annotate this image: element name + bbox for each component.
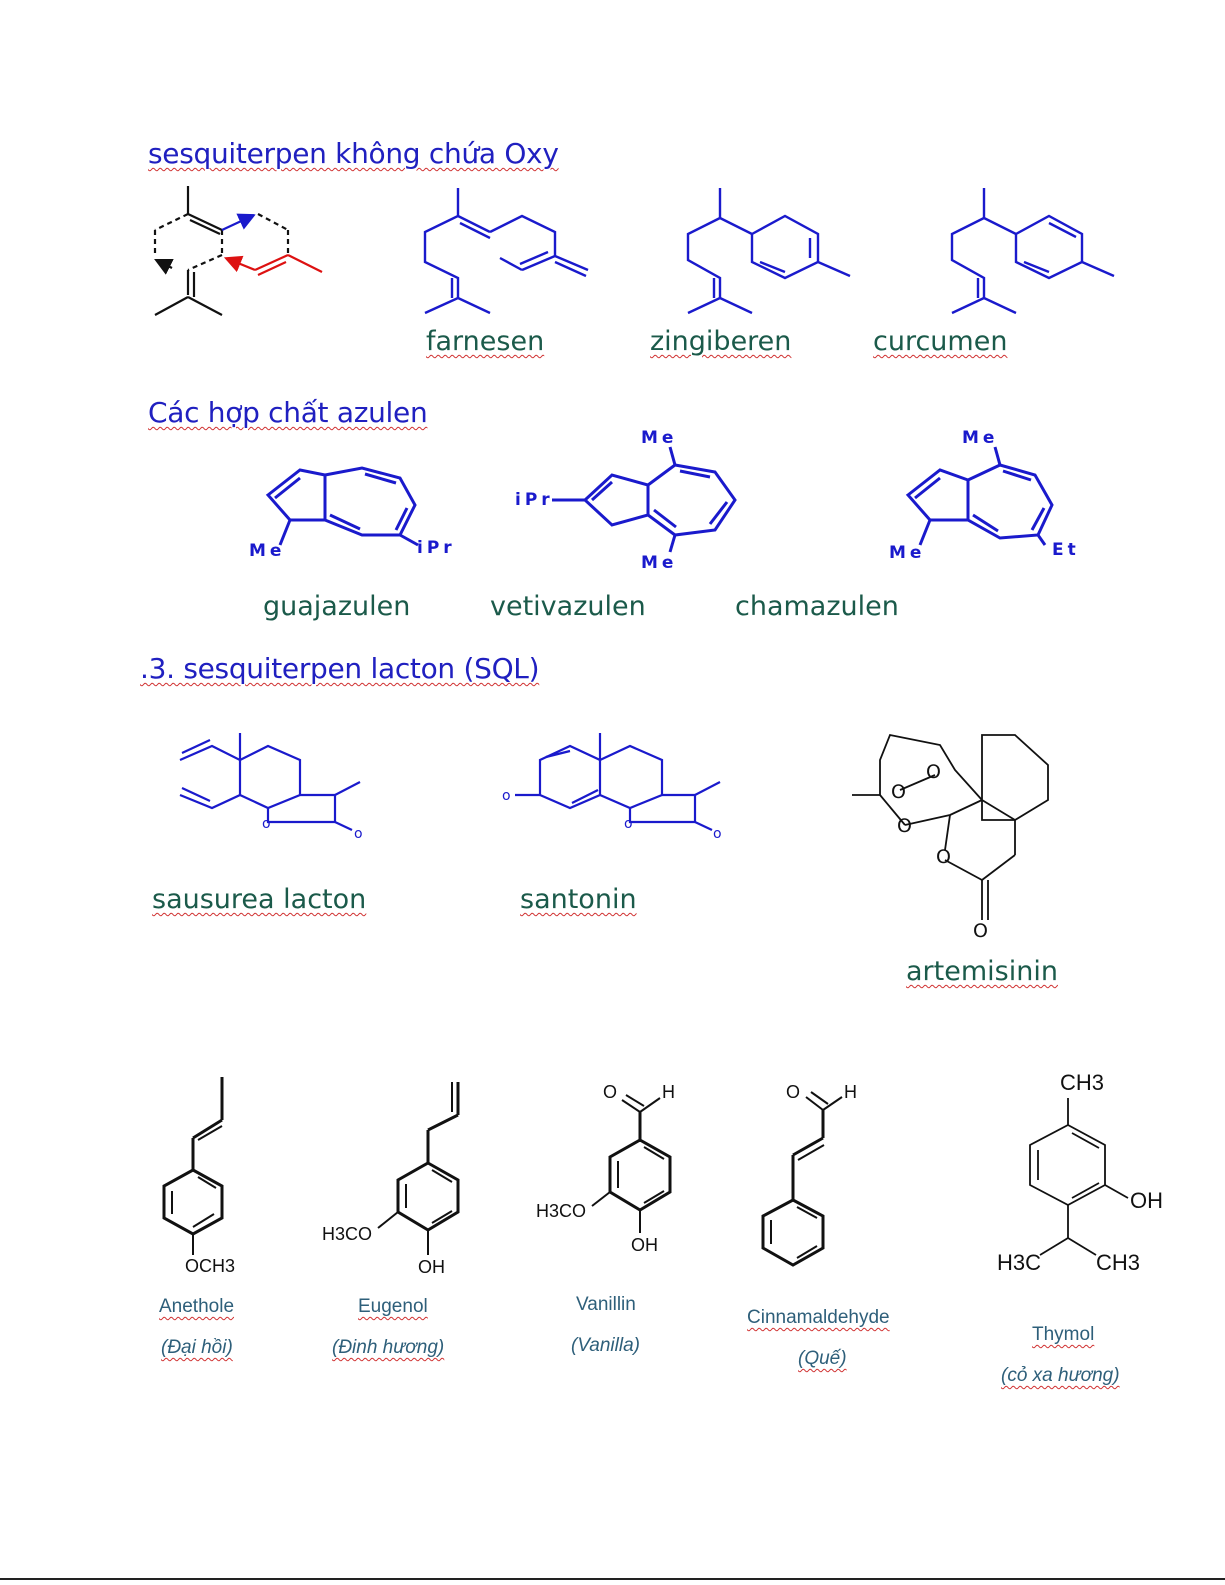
atom-ipr-vetivazulen: iPr bbox=[515, 490, 554, 510]
caption-thymol: Thymol bbox=[1032, 1324, 1095, 1345]
atom-o-artemisinin-2: O bbox=[891, 781, 906, 803]
atom-o-artemisinin-carbonyl: O bbox=[973, 920, 988, 942]
label-vetivazulen: vetivazulen bbox=[490, 591, 646, 622]
atom-o-santonin-ring: o bbox=[624, 816, 633, 832]
atom-o-cinnamaldehyde: O bbox=[786, 1082, 800, 1102]
atom-oh-eugenol: OH bbox=[418, 1257, 445, 1277]
atom-h-vanillin: H bbox=[662, 1082, 675, 1102]
structure-chamazulen bbox=[905, 446, 1054, 546]
caption-thymol-note: (cỏ xa hương) bbox=[1001, 1365, 1120, 1386]
structure-santonin bbox=[515, 733, 721, 831]
structure-eugenol bbox=[377, 1082, 460, 1255]
atom-ipr-guajazulen: iPr bbox=[417, 538, 456, 558]
caption-vanillin-note: (Vanilla) bbox=[571, 1335, 640, 1356]
caption-vanillin: Vanillin bbox=[576, 1294, 636, 1315]
structure-sausurea-lacton bbox=[179, 733, 361, 831]
caption-anethole: Anethole bbox=[159, 1296, 235, 1317]
atom-o-vanillin: O bbox=[603, 1082, 617, 1102]
caption-cinnamaldehyde: Cinnamaldehyde bbox=[747, 1307, 890, 1328]
atom-oh-vanillin: OH bbox=[631, 1235, 658, 1255]
caption-anethole-note: (Đại hồi) bbox=[161, 1337, 233, 1358]
heading-non-oxygen-sesquiterpenes: sesquiterpen không chứa Oxy bbox=[148, 137, 559, 170]
atom-oh-thymol: OH bbox=[1130, 1188, 1163, 1213]
atom-och3-anethole: OCH3 bbox=[185, 1256, 235, 1276]
atom-o-artemisinin-3: O bbox=[897, 815, 912, 837]
heading-sesquiterpene-lactones: .3. sesquiterpen lacton (SQL) bbox=[140, 652, 540, 685]
atom-et-chamazulen: Et bbox=[1052, 540, 1080, 560]
label-artemisinin: artemisinin bbox=[906, 956, 1058, 987]
structure-anethole bbox=[162, 1077, 224, 1255]
label-curcumen: curcumen bbox=[873, 326, 1008, 357]
structure-farnesen bbox=[423, 188, 589, 315]
structure-artemisinin bbox=[852, 733, 1049, 920]
atom-me-guajazulen: Me bbox=[249, 541, 285, 561]
structure-cinnamaldehyde bbox=[761, 1091, 843, 1267]
atom-o-artemisinin-4: O bbox=[936, 846, 951, 868]
label-guajazulen: guajazulen bbox=[263, 591, 411, 622]
atom-h3co-eugenol: H3CO bbox=[322, 1224, 372, 1244]
atom-o-artemisinin-1: O bbox=[926, 761, 941, 783]
page-bottom-border bbox=[0, 1578, 1225, 1580]
atom-me-vetivazulen-bottom: Me bbox=[641, 553, 677, 573]
label-farnesen: farnesen bbox=[426, 326, 545, 357]
atom-h-cinnamaldehyde: H bbox=[844, 1082, 857, 1102]
atom-me-chamazulen-left: Me bbox=[889, 543, 925, 563]
atom-o-sausurea-carbonyl: o bbox=[354, 826, 363, 842]
cyclization-scheme bbox=[153, 186, 323, 316]
atom-h3c-thymol: H3C bbox=[997, 1250, 1041, 1275]
atom-ch3-thymol-top: CH3 bbox=[1060, 1070, 1104, 1095]
atom-ch3-thymol-right: CH3 bbox=[1096, 1250, 1140, 1275]
atom-o-santonin-carbonyl: o bbox=[713, 826, 722, 842]
atom-me-chamazulen-top: Me bbox=[962, 428, 998, 448]
caption-eugenol: Eugenol bbox=[358, 1296, 428, 1317]
label-sausurea-lacton: sausurea lacton bbox=[152, 884, 367, 915]
heading-azulene-compounds: Các hợp chất azulen bbox=[148, 396, 428, 429]
atom-me-vetivazulen-top: Me bbox=[641, 428, 677, 448]
structure-guajazulen bbox=[265, 466, 419, 547]
structure-vanillin bbox=[591, 1094, 672, 1233]
label-zingiberen: zingiberen bbox=[650, 326, 792, 357]
atom-h3co-vanillin: H3CO bbox=[536, 1201, 586, 1221]
label-santonin: santonin bbox=[520, 884, 637, 915]
structure-vetivazulen bbox=[552, 446, 737, 553]
caption-eugenol-note: (Đinh hương) bbox=[332, 1337, 445, 1358]
atom-o-sausurea-ring: o bbox=[262, 816, 271, 832]
label-chamazulen: chamazulen bbox=[735, 591, 899, 622]
structure-thymol bbox=[1029, 1098, 1129, 1256]
atom-o-santonin-ketone: o bbox=[502, 788, 511, 804]
caption-cinnamaldehyde-note: (Quế) bbox=[798, 1348, 847, 1369]
structure-curcumen bbox=[950, 188, 1115, 315]
structure-zingiberen bbox=[686, 188, 851, 315]
